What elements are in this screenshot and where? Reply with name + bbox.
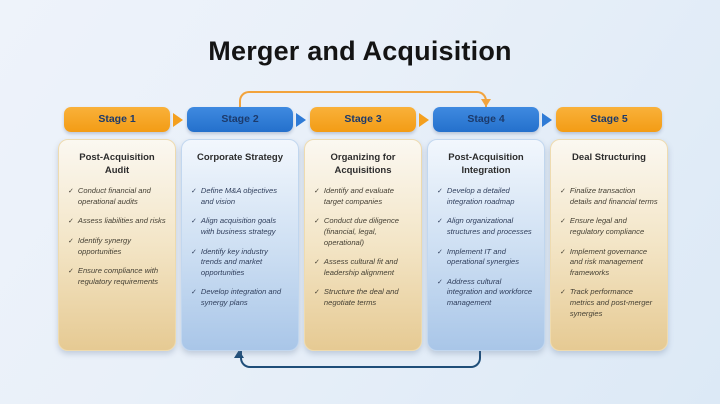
- stage-4-label: Stage 4: [467, 113, 505, 125]
- bullet-item: ✓Track performance metrics and post-merg…: [560, 287, 658, 319]
- bullet-text: Define M&A objectives and vision: [200, 186, 277, 206]
- chevron-right-icon: [173, 112, 183, 127]
- stage-column-5: Stage 5 Deal Structuring ✓Finalize trans…: [550, 107, 668, 351]
- check-icon: ✓: [314, 259, 320, 267]
- bullet-text: Track performance metrics and post-merge…: [569, 287, 653, 318]
- stage-2-card: Corporate Strategy ✓Define M&A objective…: [181, 139, 299, 351]
- bullet-text: Assess cultural fit and leadership align…: [323, 257, 398, 277]
- bullet-item: ✓Finalize transaction details and financ…: [560, 186, 658, 207]
- check-icon: ✓: [191, 289, 197, 297]
- stage-2-header: Stage 2: [187, 107, 306, 132]
- check-icon: ✓: [560, 248, 566, 256]
- bullet-text: Identify and evaluate target companies: [323, 186, 394, 206]
- stage-1-label: Stage 1: [98, 113, 136, 125]
- stage-5-card-title: Deal Structuring: [572, 152, 646, 163]
- stage-5-card: Deal Structuring ✓Finalize transaction d…: [550, 139, 668, 351]
- bullet-text: Align acquisition goals with business st…: [200, 216, 277, 236]
- chevron-right-icon: [296, 112, 306, 127]
- bullet-text: Conduct due diligence (financial, legal,…: [323, 216, 400, 247]
- bullet-item: ✓Develop a detailed integration roadmap: [437, 186, 535, 207]
- check-icon: ✓: [68, 268, 74, 276]
- bullet-item: ✓Ensure compliance with regulatory requi…: [68, 266, 166, 287]
- bullet-text: Ensure legal and regulatory compliance: [569, 216, 645, 236]
- bullet-text: Develop a detailed integration roadmap: [446, 186, 515, 206]
- check-icon: ✓: [68, 238, 74, 246]
- bullet-text: Conduct financial and operational audits: [77, 186, 151, 206]
- bullet-item: ✓Ensure legal and regulatory compliance: [560, 216, 658, 237]
- check-icon: ✓: [191, 188, 197, 195]
- stage-1-card: Post-Acquisition Audit ✓Conduct financia…: [58, 139, 176, 351]
- check-icon: ✓: [437, 248, 443, 256]
- stage-5-bullet-list: ✓Finalize transaction details and financ…: [558, 186, 660, 319]
- stage-5-label: Stage 5: [590, 113, 628, 125]
- bullet-text: Implement governance and risk management…: [569, 246, 648, 277]
- bullet-item: ✓Conduct financial and operational audit…: [68, 186, 166, 207]
- check-icon: ✓: [191, 248, 197, 256]
- stage-column-2: Stage 2 Corporate Strategy ✓Define M&A o…: [181, 107, 306, 351]
- stage-2-label: Stage 2: [221, 113, 259, 125]
- check-icon: ✓: [314, 289, 320, 297]
- bullet-text: Identify key industry trends and market …: [200, 246, 268, 277]
- bullet-item: ✓Identify key industry trends and market…: [191, 247, 289, 279]
- bullet-text: Implement IT and operational synergies: [446, 246, 520, 267]
- stage-3-label: Stage 3: [344, 113, 382, 125]
- check-icon: ✓: [191, 218, 197, 226]
- stage-2-bullet-list: ✓Define M&A objectives and vision ✓Align…: [189, 186, 291, 309]
- bullet-text: Structure the deal and negotiate terms: [323, 287, 399, 307]
- bullet-item: ✓Assess cultural fit and leadership alig…: [314, 257, 412, 278]
- bottom-connector-arrow: [240, 351, 481, 368]
- stage-4-card-title: Post-Acquisition Integration: [448, 152, 524, 176]
- stage-3-bullet-list: ✓Identify and evaluate target companies …: [312, 186, 414, 309]
- bullet-text: Assess liabilities and risks: [77, 216, 166, 226]
- bullet-item: ✓Identify and evaluate target companies: [314, 186, 412, 207]
- bullet-item: ✓Structure the deal and negotiate terms: [314, 287, 412, 308]
- check-icon: ✓: [560, 289, 566, 297]
- bottom-connector-arrowhead-icon: [234, 350, 244, 358]
- bullet-text: Develop integration and synergy plans: [200, 287, 282, 307]
- bullet-item: ✓Assess liabilities and risks: [68, 216, 166, 227]
- check-icon: ✓: [314, 218, 320, 226]
- bullet-text: Ensure compliance with regulatory requir…: [77, 266, 159, 286]
- stage-column-3: Stage 3 Organizing for Acquisitions ✓Ide…: [304, 107, 429, 351]
- check-icon: ✓: [68, 218, 74, 226]
- check-icon: ✓: [314, 188, 320, 195]
- check-icon: ✓: [437, 278, 443, 286]
- check-icon: ✓: [437, 188, 443, 195]
- chevron-right-icon: [542, 112, 552, 127]
- bullet-item: ✓Conduct due diligence (financial, legal…: [314, 216, 412, 248]
- stage-3-header: Stage 3: [310, 107, 429, 132]
- stage-1-bullet-list: ✓Conduct financial and operational audit…: [66, 186, 168, 288]
- chevron-right-icon: [419, 112, 429, 127]
- top-connector-arrow: [239, 91, 487, 107]
- stage-3-card-title: Organizing for Acquisitions: [330, 152, 396, 176]
- check-icon: ✓: [560, 218, 566, 226]
- bullet-item: ✓Align organizational structures and pro…: [437, 216, 535, 237]
- bullet-text: Finalize transaction details and financi…: [569, 186, 658, 206]
- check-icon: ✓: [560, 188, 566, 195]
- stage-4-bullet-list: ✓Develop a detailed integration roadmap …: [435, 186, 537, 309]
- bullet-text: Identify synergy opportunities: [77, 236, 132, 256]
- check-icon: ✓: [68, 188, 74, 195]
- check-icon: ✓: [437, 218, 443, 226]
- stage-1-card-title: Post-Acquisition Audit: [79, 152, 155, 176]
- diagram-title: Merger and Acquisition: [208, 36, 512, 66]
- stage-5-header: Stage 5: [556, 107, 662, 132]
- bullet-item: ✓Identify synergy opportunities: [68, 236, 166, 257]
- stage-1-header: Stage 1: [64, 107, 183, 132]
- stage-column-4: Stage 4 Post-Acquisition Integration ✓De…: [427, 107, 552, 351]
- bullet-item: ✓Develop integration and synergy plans: [191, 287, 289, 308]
- bullet-item: ✓Align acquisition goals with business s…: [191, 216, 289, 237]
- bullet-item: ✓Implement IT and operational synergies: [437, 247, 535, 268]
- stage-2-card-title: Corporate Strategy: [196, 152, 284, 163]
- stage-3-card: Organizing for Acquisitions ✓Identify an…: [304, 139, 422, 351]
- bullet-item: ✓Address cultural integration and workfo…: [437, 277, 535, 309]
- bullet-item: ✓Define M&A objectives and vision: [191, 186, 289, 207]
- stage-column-1: Stage 1 Post-Acquisition Audit ✓Conduct …: [58, 107, 183, 351]
- top-connector-arrowhead-icon: [481, 99, 491, 107]
- bullet-item: ✓Implement governance and risk managemen…: [560, 247, 658, 279]
- stage-4-card: Post-Acquisition Integration ✓Develop a …: [427, 139, 545, 351]
- bullet-text: Align organizational structures and proc…: [446, 216, 532, 236]
- bullet-text: Address cultural integration and workfor…: [446, 276, 533, 307]
- stage-4-header: Stage 4: [433, 107, 552, 132]
